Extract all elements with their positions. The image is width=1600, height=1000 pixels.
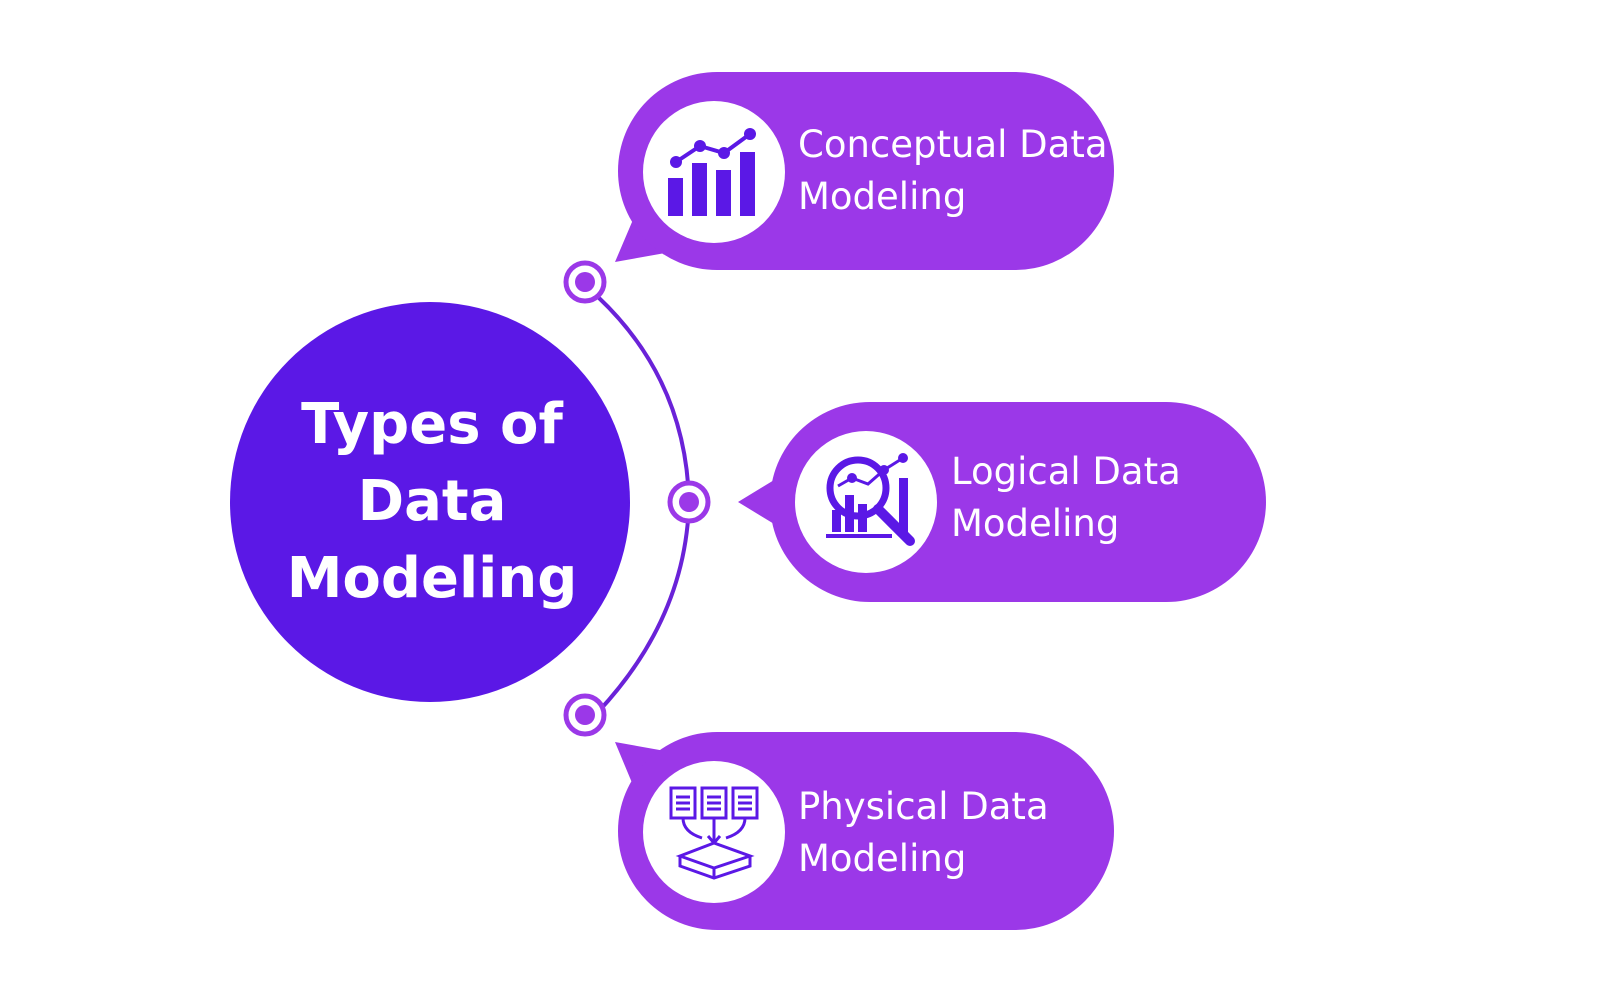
hub-title-line-2: Data: [358, 469, 507, 534]
item-label-line-1: Conceptual Data: [798, 123, 1108, 166]
connector-node-1: [563, 260, 607, 304]
hub-title-line-1: Types of: [301, 392, 563, 457]
item-label-line-1: Physical Data: [798, 785, 1049, 828]
icon-circle: [643, 101, 785, 243]
item-conceptual: Conceptual Data Modeling: [615, 72, 1114, 270]
icon-circle: [795, 431, 937, 573]
connector-node-3: [563, 693, 607, 737]
magnifier-analytics-icon: [826, 453, 915, 546]
hub-title-line-3: Modeling: [287, 546, 578, 611]
hub: Types of Data Modeling: [230, 302, 630, 702]
item-label-line-2: Modeling: [798, 837, 966, 880]
item-physical: Physical Data Modeling: [615, 732, 1114, 930]
item-logical: Logical Data Modeling: [738, 402, 1266, 602]
item-label-line-2: Modeling: [951, 502, 1119, 545]
connector-node-2: [667, 480, 711, 524]
item-label-line-1: Logical Data: [951, 450, 1181, 493]
documents-to-database-icon: [669, 786, 759, 880]
hub-circle: [230, 302, 630, 702]
bar-chart-trend-icon: [668, 128, 756, 216]
item-label-line-2: Modeling: [798, 175, 966, 218]
